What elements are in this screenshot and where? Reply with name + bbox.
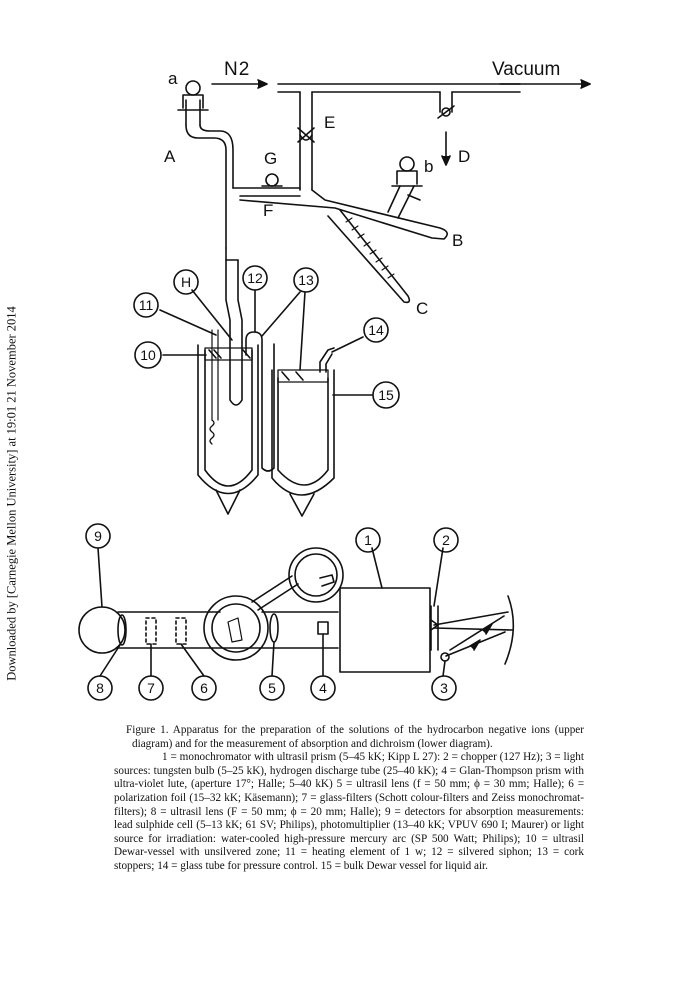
label-12: 12 bbox=[247, 270, 263, 286]
label-D: D bbox=[458, 147, 470, 166]
label-3: 3 bbox=[440, 680, 448, 696]
label-5: 5 bbox=[268, 680, 276, 696]
label-15: 15 bbox=[378, 387, 394, 403]
gas-label: N2 bbox=[224, 59, 249, 80]
label-2: 2 bbox=[442, 532, 450, 548]
caption-legend: 1 = monochromator with ultrasil prism (5… bbox=[114, 751, 584, 872]
label-7: 7 bbox=[147, 680, 155, 696]
figure-caption: Figure 1. Apparatus for the preparation … bbox=[114, 724, 584, 874]
label-a: a bbox=[168, 69, 178, 88]
label-B: B bbox=[452, 231, 463, 250]
label-1: 1 bbox=[364, 532, 372, 548]
upper-diagram bbox=[133, 79, 591, 517]
lower-diagram bbox=[78, 523, 515, 701]
vacuum-label: Vacuum bbox=[492, 59, 560, 80]
label-6: 6 bbox=[200, 680, 208, 696]
label-13: 13 bbox=[298, 272, 314, 288]
apparatus-figure: N2 Vacuum a A E G F b D B C H 11 12 13 1… bbox=[78, 59, 591, 701]
label-9: 9 bbox=[94, 528, 102, 544]
label-10: 10 bbox=[140, 347, 156, 363]
label-F: F bbox=[263, 201, 273, 220]
label-b: b bbox=[424, 157, 433, 176]
label-4: 4 bbox=[319, 680, 327, 696]
label-C: C bbox=[416, 299, 428, 318]
label-E: E bbox=[324, 113, 335, 132]
label-8: 8 bbox=[96, 680, 104, 696]
caption-title: Figure 1. Apparatus for the preparation … bbox=[126, 724, 584, 750]
label-14: 14 bbox=[368, 322, 384, 338]
label-11: 11 bbox=[139, 297, 154, 313]
label-G: G bbox=[264, 149, 277, 168]
label-H: H bbox=[181, 274, 191, 290]
label-A: A bbox=[164, 147, 176, 166]
